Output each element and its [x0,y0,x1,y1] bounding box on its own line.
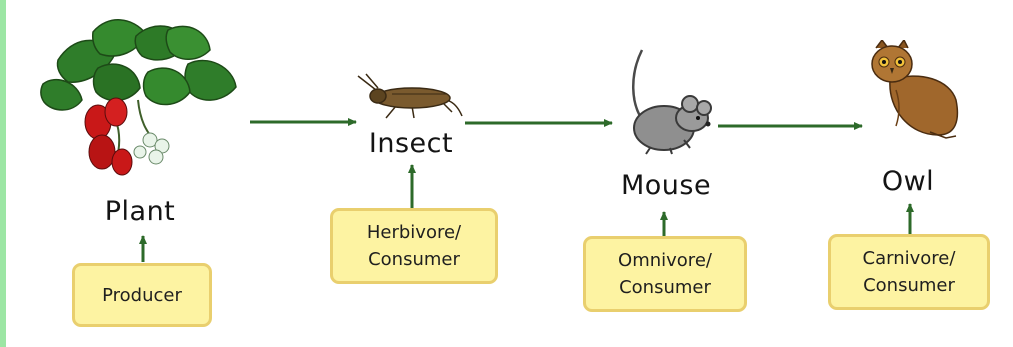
carnivore-role-box: Carnivore/ Consumer [828,234,990,310]
herbivore-role-box: Herbivore/ Consumer [330,208,498,284]
role-line: Producer [102,282,182,309]
omnivore-role-box: Omnivore/ Consumer [583,236,747,312]
mouse-label: Mouse [621,170,711,201]
mouse-icon [620,44,720,159]
role-line: Consumer [863,272,955,299]
owl-icon [860,40,970,140]
role-line: Consumer [619,274,711,301]
role-line: Carnivore/ [863,245,956,272]
plant-label: Plant [105,196,176,227]
strawberry-plant-icon [38,12,243,182]
role-line: Omnivore/ [618,247,712,274]
owl-label: Owl [882,166,934,197]
insect-label: Insect [369,128,453,159]
role-line: Consumer [368,246,460,273]
cricket-icon [356,72,468,122]
producer-role-box: Producer [72,263,212,327]
role-line: Herbivore/ [367,219,461,246]
